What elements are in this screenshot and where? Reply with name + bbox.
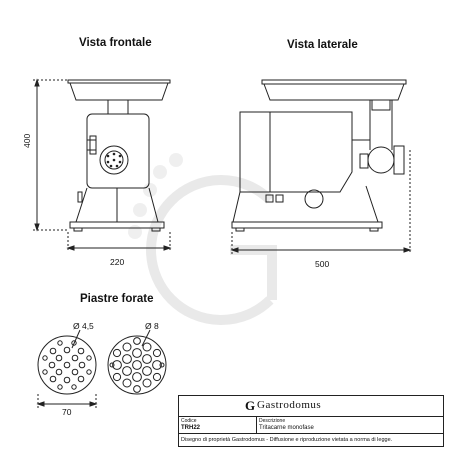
title-block-info-row: Codice TRH22 Descrizione Tritacarne mono… <box>179 416 443 434</box>
plates-title: Piastre forate <box>80 293 154 305</box>
code-value: TRH22 <box>181 425 201 431</box>
plate-diameter-dimension-line <box>36 394 98 408</box>
copyright-footer: Disegno di proprietà Gastrodomus - Diffu… <box>179 433 443 446</box>
plate-large-hole-label: Ø 8 <box>145 321 159 331</box>
front-width-dimension-line <box>66 232 172 252</box>
code-label: Codice <box>181 418 197 424</box>
title-block: G Gastrodomus Codice TRH22 Descrizione T… <box>178 395 444 447</box>
description-value: Tritacarne monofase <box>259 425 314 431</box>
plate-large-holes <box>107 329 167 395</box>
height-dimension-label: 400 <box>22 133 32 148</box>
brand-logo-mark: G <box>245 398 256 413</box>
side-width-dimension-line <box>230 150 412 254</box>
height-dimension-line <box>33 78 68 232</box>
plate-diameter-label: 70 <box>62 407 72 417</box>
description-cell: Descrizione Tritacarne monofase <box>257 417 443 434</box>
brand-logo: Gastrodomus <box>257 399 322 411</box>
description-label: Descrizione <box>259 418 286 424</box>
plate-small-hole-label: Ø 4,5 <box>73 321 94 331</box>
front-plate-holes <box>106 152 122 168</box>
front-view-title: Vista frontale <box>79 37 152 49</box>
code-cell: Codice TRH22 <box>179 417 257 434</box>
front-view-drawing <box>67 79 171 232</box>
front-width-label: 220 <box>110 257 125 267</box>
side-view-title: Vista laterale <box>287 39 358 51</box>
side-view-drawing <box>231 79 407 232</box>
side-width-label: 500 <box>315 259 330 269</box>
